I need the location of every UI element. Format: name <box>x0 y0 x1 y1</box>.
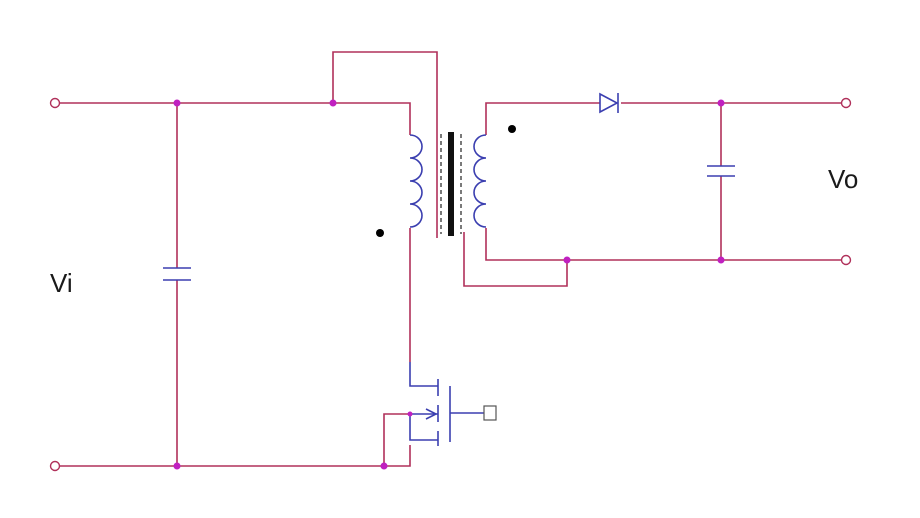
junction-mosfet-body <box>407 411 413 417</box>
primary-polarity-dot <box>376 229 384 237</box>
input-capacitor <box>163 267 191 281</box>
source-body-wire <box>383 413 410 466</box>
input-voltage-label: Vi <box>50 268 73 298</box>
junction-outcap-top <box>717 99 725 107</box>
secondary-winding <box>473 134 487 228</box>
input-terminal-positive[interactable] <box>49 97 61 109</box>
junction-bypass-top <box>329 99 337 107</box>
secondary-polarity-dot <box>508 125 516 133</box>
gate-terminal[interactable] <box>483 405 497 421</box>
output-diode <box>599 92 619 114</box>
output-terminal-negative[interactable] <box>840 254 852 266</box>
core-bypass-loop <box>332 51 438 238</box>
input-bottom-rail <box>58 445 411 467</box>
secondary-top-wire <box>485 102 600 135</box>
primary-winding <box>409 134 423 228</box>
junction-source-bottom <box>380 462 388 470</box>
input-terminal-negative[interactable] <box>49 460 61 472</box>
output-voltage-label: Vo <box>828 164 858 194</box>
mosfet-switch <box>409 362 497 446</box>
output-terminal-positive[interactable] <box>840 97 852 109</box>
junction-cap-bottom <box>173 462 181 470</box>
core-bypass-bottom-loop <box>463 232 568 287</box>
transformer <box>376 125 516 237</box>
input-top-rail <box>58 102 411 135</box>
output-capacitor <box>707 165 735 177</box>
junction-outcap-bottom <box>717 256 725 264</box>
junction-bypass-bottom <box>563 256 571 264</box>
junction-cap-top <box>173 99 181 107</box>
secondary-bottom-wire <box>485 228 843 261</box>
